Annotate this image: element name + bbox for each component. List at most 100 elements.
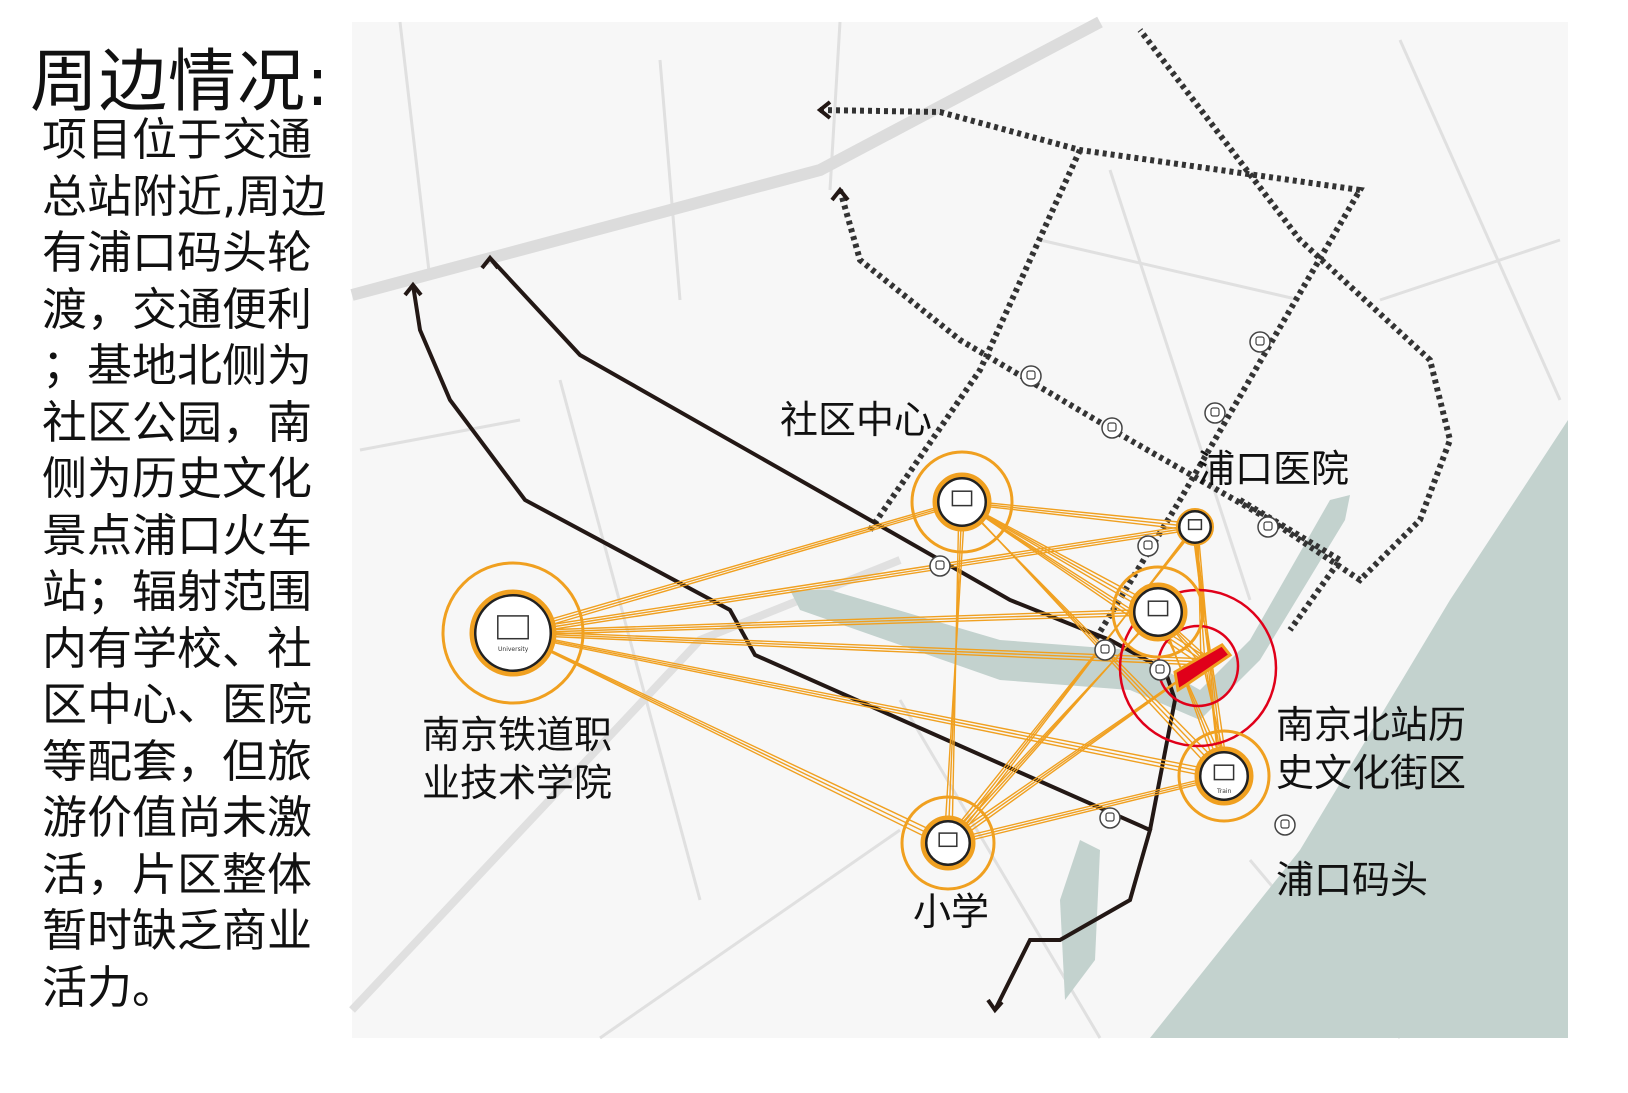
pond <box>1060 840 1100 1000</box>
description-line: 暂时缺乏商业 <box>42 904 313 957</box>
label-ferry: 浦口码头 <box>1276 858 1428 902</box>
bus-glyph-icon <box>1210 407 1220 417</box>
bus-stop-icon <box>1094 639 1116 661</box>
link-line <box>515 634 945 847</box>
train-icon-ring <box>1197 749 1251 803</box>
description-line: 景点浦口火车 <box>42 508 313 562</box>
school-radius-outer <box>900 795 996 891</box>
label-university-1: 南京铁道职 <box>422 713 612 757</box>
link-line <box>950 664 1202 846</box>
uni-glyph-icon <box>497 615 529 640</box>
bus-glyph-icon <box>1143 540 1153 550</box>
bus-stop-icon <box>1249 331 1271 353</box>
description-line: 活，片区整体 <box>42 847 313 901</box>
label-community-center: 社区中心 <box>780 398 932 442</box>
link-line <box>512 632 949 844</box>
page-title: 周边情况: <box>30 43 330 122</box>
label-university-2: 业技术学院 <box>422 761 612 805</box>
uni-radius-outer <box>441 561 585 705</box>
description-line: 渡，交通便利 <box>42 282 313 336</box>
route-arrow-icon <box>816 100 832 120</box>
label-historic-1: 南京北站历 <box>1276 703 1466 747</box>
school-radius-ring <box>920 815 976 871</box>
link-line <box>512 501 963 634</box>
radiation-links <box>509 498 1229 847</box>
park-icon <box>1132 586 1184 638</box>
link-line <box>509 630 953 841</box>
description-line: 站；辐射范围 <box>42 565 313 618</box>
bus-glyph-icon <box>1255 336 1265 346</box>
bus-stop-icon <box>1204 402 1226 424</box>
link-line <box>943 503 966 847</box>
park-glyph-icon <box>1147 600 1169 617</box>
bus-stop-icon <box>1137 535 1159 557</box>
cc-radius-ring <box>932 472 992 532</box>
description-line: 有浦口码头轮 <box>42 226 313 279</box>
description-line: 总站附近,周边 <box>42 169 327 223</box>
link-line <box>509 523 1200 632</box>
description-line: 游价值尚未激 <box>42 791 313 844</box>
hosp-icon-ring <box>1176 508 1214 546</box>
road <box>359 418 521 452</box>
road <box>1039 238 1301 302</box>
link-line <box>509 630 1229 774</box>
yangtze-river <box>1150 420 1568 1038</box>
link-line <box>958 499 1163 610</box>
bus-stop-icon <box>1257 516 1279 538</box>
label-school: 小学 <box>913 890 989 934</box>
train-radius-outer <box>1177 729 1271 823</box>
highway <box>350 16 1103 301</box>
description: 项目位于交通总站附近,周边有浦口码头轮渡，交通便利；基地北侧为社区公园，南侧为历… <box>42 112 342 1016</box>
link-line <box>509 608 1163 632</box>
road <box>1379 238 1561 302</box>
bus-stop-icon <box>929 555 951 577</box>
link-line <box>515 614 1155 636</box>
bus-glyph-icon <box>1155 664 1165 674</box>
cc-glyph-icon <box>951 490 973 507</box>
school-icon-ring <box>923 818 973 868</box>
road <box>1398 39 1562 401</box>
road <box>1108 169 1252 601</box>
project-site <box>1173 643 1233 693</box>
hosp-icon <box>1177 509 1213 545</box>
cc-icon-ring <box>935 475 989 529</box>
bus-glyph-icon <box>935 560 945 570</box>
bus-stop-icon <box>1099 807 1121 829</box>
cc-icon <box>936 476 988 528</box>
bus-stop-icon <box>1101 417 1123 439</box>
link-line <box>515 529 1192 636</box>
train-icon <box>1198 750 1250 802</box>
link-line <box>964 503 1155 616</box>
inner-canal <box>790 495 1350 720</box>
link-line <box>512 526 1196 634</box>
route-arrow-icon <box>830 186 850 202</box>
road <box>398 21 432 281</box>
park-icon-ring <box>1131 585 1185 639</box>
bus-glyph-icon <box>1107 422 1117 432</box>
link-line <box>950 778 1221 846</box>
description-line: ；基地北侧为 <box>42 339 313 392</box>
link-line <box>515 504 959 636</box>
description-line: 社区公园，南 <box>42 395 313 449</box>
description-line: 活力。 <box>42 960 178 1014</box>
park-radius-ring <box>1128 582 1188 642</box>
road <box>599 828 901 1040</box>
road <box>349 556 902 1013</box>
bus-glyph-icon <box>1263 521 1273 531</box>
bus-stop-icon <box>1274 814 1296 836</box>
description-line: 内有学校、社 <box>42 621 313 675</box>
school-icon <box>924 819 972 867</box>
description-line: 项目位于交通 <box>42 113 313 166</box>
route-arrow-icon <box>480 254 500 270</box>
label-hospital: 浦口医院 <box>1197 447 1349 491</box>
university-icon-caption: University <box>498 646 529 653</box>
label-historic-2: 史文化街区 <box>1276 751 1466 795</box>
bus-stop-icon <box>1020 365 1042 387</box>
bus-glyph-icon <box>1026 370 1036 380</box>
description-line: 等配套，但旅 <box>42 734 313 788</box>
uni-icon-ring <box>472 592 554 674</box>
bus-stop-icon <box>1149 659 1171 681</box>
park-radius-outer <box>1111 565 1205 659</box>
link-line <box>964 503 1221 780</box>
